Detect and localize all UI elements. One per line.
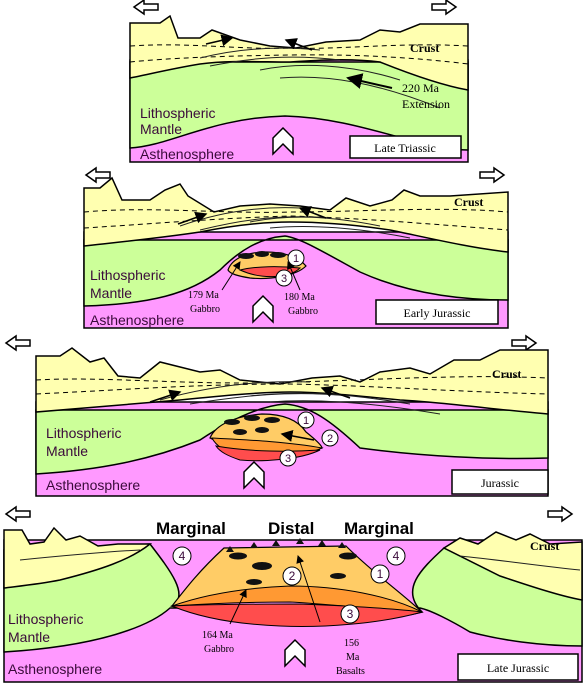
fault-motion-arrow-icon	[177, 211, 208, 225]
stage-box: Late Triassic	[349, 135, 462, 159]
plate-motion-right-arrow-icon	[431, 0, 457, 15]
stage-marker-number: 3	[285, 453, 291, 465]
stage-marker-circle	[275, 269, 293, 287]
melt-core	[171, 603, 423, 627]
stage-marker-circle	[321, 429, 339, 447]
plate-motion-left-arrow-icon	[85, 167, 111, 183]
intrusion-lenses	[224, 415, 280, 435]
basalt-label: Basalts	[336, 666, 365, 677]
panel-late-jurassic: 4 2 4 1 3 Marginal Distal Marginal Crust…	[3, 506, 583, 683]
asthenosphere-label: Asthenosphere	[8, 661, 102, 677]
fault-motion-arrow-icon	[149, 389, 182, 403]
stage-label: Late Jurassic	[487, 661, 549, 675]
stage-marker-circle	[370, 564, 390, 584]
stage-marker-number: 1	[293, 253, 299, 265]
lithospheric-label: Lithospheric	[140, 105, 216, 121]
mantle-label: Mantle	[8, 629, 50, 645]
fault-motion-arrow-icon	[205, 34, 234, 47]
gabbro-label: Gabbro	[288, 306, 318, 317]
distal-zone-label: Distal	[268, 519, 314, 538]
lithospheric-label: Lithospheric	[8, 611, 84, 627]
stage-label: Jurassic	[481, 476, 519, 490]
stage-marker-circle	[297, 411, 315, 429]
lithospheric-mantle-layer	[35, 403, 549, 475]
stage-box: Jurassic	[451, 469, 549, 495]
mantle-label: Mantle	[90, 285, 132, 301]
panel-early-jurassic: 1 3 Crust 179 Ma Gabbro 180 Ma Gabbro Li…	[83, 167, 509, 329]
basalt-lenses	[226, 538, 357, 585]
shear-zone-lines	[19, 549, 581, 571]
fault-motion-arrow-icon	[280, 430, 315, 442]
gabbro-pointer-arrow-icon	[221, 261, 241, 291]
intrusion-lenses	[238, 251, 286, 259]
basalt-pointer-arrow-icon	[296, 555, 321, 623]
mantle-label: Mantle	[46, 443, 88, 459]
panel-jurassic: 1 2 3 Crust Lithospheric Mantle Asthenos…	[5, 335, 549, 497]
stage-box: Early Jurassic	[375, 299, 499, 325]
extension-label: Extension	[402, 97, 450, 111]
plate-motion-right-arrow-icon	[547, 506, 573, 522]
stage-marker-number: 2	[289, 569, 296, 583]
basalt-age-label: 156	[344, 638, 359, 649]
marginal-zone-label: Marginal	[156, 519, 226, 538]
stage-marker-number: 1	[377, 567, 384, 581]
stage-marker-number: 3	[347, 607, 354, 621]
panel-late-triassic: Crust 220 Ma Extension Lithospheric Mant…	[129, 0, 469, 163]
crust-layer-left	[3, 526, 153, 589]
crust-boundary-line	[129, 44, 469, 49]
crust-layer	[129, 14, 469, 91]
crust-label: Crust	[454, 195, 483, 209]
crust-layer-right	[442, 531, 583, 601]
asthenosphere-label: Asthenosphere	[140, 146, 234, 162]
stage-label: Late Triassic	[374, 141, 436, 155]
stage-marker-circle	[172, 546, 192, 566]
stage-marker-circle	[386, 546, 406, 566]
stage-box: Late Jurassic	[457, 653, 579, 681]
basalt-age-unit: Ma	[346, 652, 360, 663]
stage-marker-number: 1	[303, 415, 309, 427]
lithospheric-mantle-layer	[83, 235, 509, 307]
fault-motion-arrow-icon	[298, 206, 327, 219]
plate-motion-right-arrow-icon	[511, 335, 537, 351]
stage-marker-number: 2	[327, 433, 333, 445]
marginal-zone-label: Marginal	[344, 519, 414, 538]
crust-boundary-line	[35, 383, 549, 395]
crust-label: Crust	[530, 539, 559, 553]
stage-marker-circle	[279, 449, 297, 467]
lithospheric-label: Lithospheric	[90, 267, 166, 283]
lithospheric-label: Lithospheric	[46, 425, 122, 441]
crust-boundary-line	[129, 54, 469, 65]
gabbro-age-label: 179 Ma	[188, 290, 219, 301]
gabbro-label: Gabbro	[190, 304, 220, 315]
gabbro-pointer-arrow-icon	[287, 261, 301, 291]
asthenosphere-label: Asthenosphere	[46, 477, 140, 493]
extension-arrow-icon	[346, 73, 393, 89]
plate-motion-left-arrow-icon	[133, 0, 159, 15]
gabbro-label: Gabbro	[204, 644, 234, 655]
fault-motion-arrow-icon	[320, 385, 351, 399]
gabbro-pointer-arrow-icon	[229, 589, 247, 625]
asthenosphere-label: Asthenosphere	[90, 312, 184, 328]
mantle-label: Mantle	[140, 121, 182, 137]
crust-layer	[83, 176, 509, 253]
stage-label: Early Jurassic	[404, 306, 471, 320]
plate-motion-right-arrow-icon	[479, 167, 505, 183]
stage-marker-number: 4	[393, 549, 400, 563]
gabbro-age-label: 180 Ma	[284, 292, 315, 303]
plate-motion-left-arrow-icon	[5, 506, 31, 522]
stage-marker-number: 3	[281, 273, 287, 285]
crust-label: Crust	[492, 367, 521, 381]
crust-boundary-line	[83, 215, 509, 231]
crust-label: Crust	[410, 41, 439, 55]
stage-marker-circle	[340, 604, 360, 624]
stage-marker-number: 4	[179, 549, 186, 563]
plate-motion-left-arrow-icon	[5, 335, 31, 351]
gabbro-age-label: 164 Ma	[202, 630, 233, 641]
fault-motion-arrow-icon	[284, 38, 313, 51]
stage-marker-circle	[282, 566, 302, 586]
extension-age-label: 220 Ma	[402, 81, 440, 95]
